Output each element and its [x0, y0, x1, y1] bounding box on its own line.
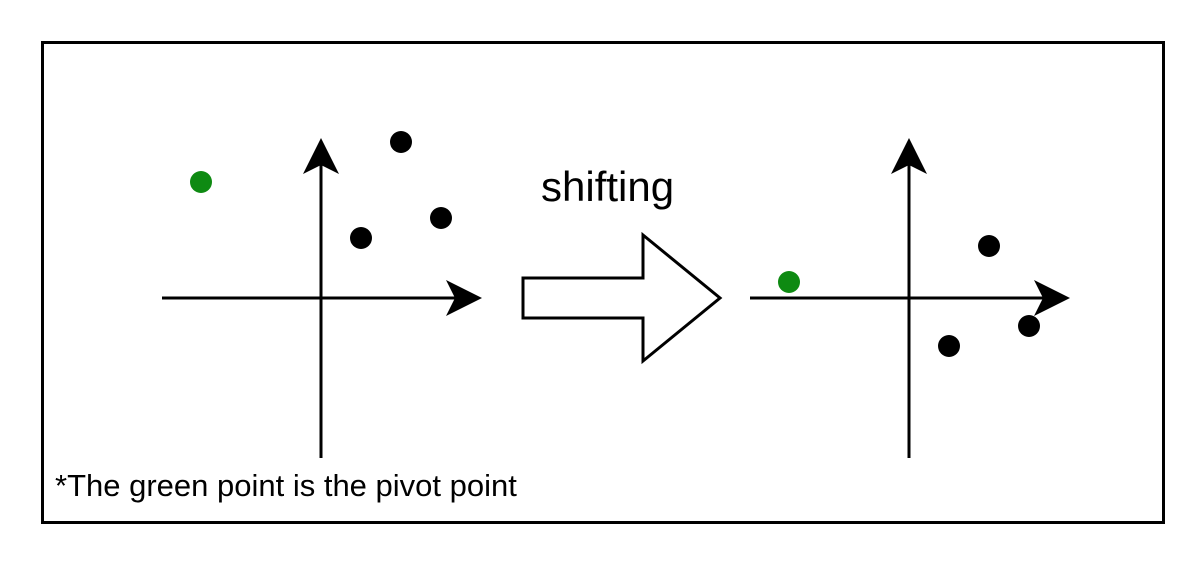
data-point-before-2	[350, 227, 372, 249]
data-point-before-3	[430, 207, 452, 229]
x-axis-arrowhead-after	[1034, 280, 1070, 316]
data-point-after-1	[978, 235, 1000, 257]
axes-after	[750, 138, 1070, 458]
axes-before	[162, 138, 482, 458]
data-point-after-2	[938, 335, 960, 357]
x-axis-arrowhead-before	[446, 280, 482, 316]
data-point-before-1	[390, 131, 412, 153]
pivot-point-before	[190, 171, 212, 193]
diagram-frame	[41, 41, 1165, 524]
footnote: *The green point is the pivot point	[55, 468, 517, 503]
data-point-after-3	[1018, 315, 1040, 337]
points-after	[778, 235, 1040, 357]
shift-label: shifting	[541, 163, 675, 210]
y-axis-arrowhead-before	[303, 138, 339, 174]
points-before	[190, 131, 452, 249]
y-axis-arrowhead-after	[891, 138, 927, 174]
shift-arrow	[521, 231, 723, 365]
pivot-point-after	[778, 271, 800, 293]
